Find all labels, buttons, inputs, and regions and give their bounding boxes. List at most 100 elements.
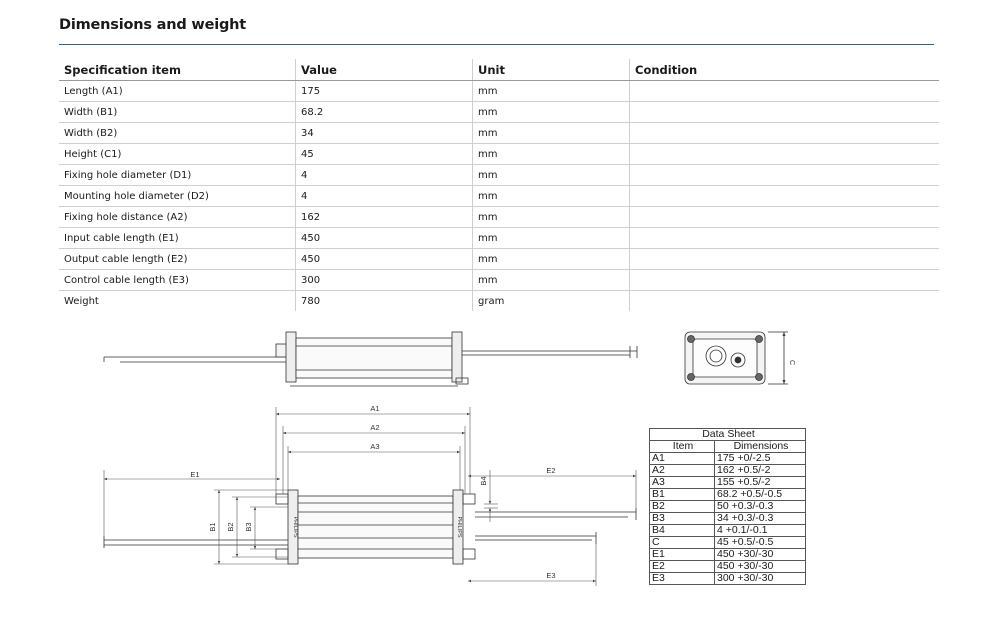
data-sheet-header-dimensions: Dimensions xyxy=(714,440,806,453)
dim-label-b3: B3 xyxy=(244,522,253,531)
spec-unit-cell: mm xyxy=(472,101,630,123)
spec-item-cell: Mounting hole diameter (D2) xyxy=(59,185,296,207)
spec-value-cell: 450 xyxy=(295,248,473,270)
dim-label-a2: A2 xyxy=(370,423,379,432)
data-sheet-item-cell: E2 xyxy=(649,560,715,573)
spec-item-cell: Width (B1) xyxy=(59,101,296,123)
data-sheet-dimension-cell: 450 +30/-30 xyxy=(714,548,806,561)
brand-logo-left: PHILIPS xyxy=(292,516,298,537)
data-sheet-dimension-cell: 50 +0.3/-0.3 xyxy=(714,500,806,513)
spec-unit-cell: mm xyxy=(472,185,630,207)
spec-item-cell: Control cable length (E3) xyxy=(59,269,296,291)
header-unit: Unit xyxy=(472,59,630,81)
spec-item-cell: Fixing hole diameter (D1) xyxy=(59,164,296,186)
dim-label-a1: A1 xyxy=(370,404,379,413)
spec-condition-cell xyxy=(629,185,939,207)
spec-value-cell: 45 xyxy=(295,143,473,165)
spec-unit-cell: mm xyxy=(472,227,630,249)
data-sheet-dimension-cell: 4 +0.1/-0.1 xyxy=(714,524,806,537)
data-sheet-dimension-cell: 68.2 +0.5/-0.5 xyxy=(714,488,806,501)
spec-condition-cell xyxy=(629,206,939,228)
spec-item-cell: Length (A1) xyxy=(59,80,296,102)
end-view-drawing xyxy=(684,331,788,385)
spec-unit-cell: gram xyxy=(472,290,630,311)
spec-value-cell: 162 xyxy=(295,206,473,228)
spec-item-cell: Input cable length (E1) xyxy=(59,227,296,249)
data-sheet-dimension-cell: 34 +0.3/-0.3 xyxy=(714,512,806,525)
spec-condition-cell xyxy=(629,290,939,311)
spec-condition-cell xyxy=(629,164,939,186)
spec-condition-cell xyxy=(629,227,939,249)
data-sheet-item-cell: B4 xyxy=(649,524,715,537)
top-view-drawing xyxy=(103,489,637,565)
spec-value-cell: 34 xyxy=(295,122,473,144)
spec-item-cell: Fixing hole distance (A2) xyxy=(59,206,296,228)
spec-condition-cell xyxy=(629,248,939,270)
spec-value-cell: 4 xyxy=(295,164,473,186)
page-title: Dimensions and weight xyxy=(59,17,247,33)
spec-value-cell: 450 xyxy=(295,227,473,249)
data-sheet-title-row: Data Sheet xyxy=(649,428,806,441)
spec-table: Specification item Value Unit Condition … xyxy=(59,59,939,311)
data-sheet-item-cell: A3 xyxy=(649,476,715,489)
spec-item-cell: Weight xyxy=(64,295,99,307)
dim-label-e3: E3 xyxy=(546,571,555,580)
data-sheet-dimension-cell: 450 +30/-30 xyxy=(714,560,806,573)
spec-item-cell: Width (B2) xyxy=(59,122,296,144)
spec-condition-cell xyxy=(629,269,939,291)
spec-value-cell: 175 xyxy=(295,80,473,102)
spec-value-cell: 4 xyxy=(295,185,473,207)
header-value: Value xyxy=(295,59,473,81)
dim-label-e2: E2 xyxy=(546,466,555,475)
data-sheet-dimension-cell: 175 +0/-2.5 xyxy=(714,452,806,465)
data-sheet-dimension-cell: 162 +0.5/-2 xyxy=(714,464,806,477)
dim-label-e1: E1 xyxy=(190,470,199,479)
spec-condition-cell xyxy=(629,101,939,123)
title-divider xyxy=(59,44,934,45)
spec-unit-cell: mm xyxy=(472,143,630,165)
spec-unit-cell: mm xyxy=(472,269,630,291)
data-sheet-dimension-cell: 45 +0.5/-0.5 xyxy=(714,536,806,549)
spec-item-cell: Output cable length (E2) xyxy=(59,248,296,270)
header-condition: Condition xyxy=(629,59,939,81)
data-sheet-header-row: Item Dimensions xyxy=(649,440,806,453)
dim-label-b2: B2 xyxy=(226,522,235,531)
spec-unit-cell: mm xyxy=(472,164,630,186)
data-sheet-item-cell: A2 xyxy=(649,464,715,477)
spec-condition-cell xyxy=(629,143,939,165)
data-sheet-item-cell: E1 xyxy=(649,548,715,561)
data-sheet-header-item: Item xyxy=(649,440,715,453)
spec-value-cell: 68.2 xyxy=(295,101,473,123)
data-sheet-dimension-cell: 155 +0.5/-2 xyxy=(714,476,806,489)
data-sheet-item-cell: B1 xyxy=(649,488,715,501)
data-sheet-title: Data Sheet xyxy=(649,428,806,441)
data-sheet-item-cell: C xyxy=(649,536,715,549)
data-sheet-item-cell: E3 xyxy=(649,572,715,585)
spec-unit-cell: mm xyxy=(472,80,630,102)
data-sheet-dimension-cell: 300 +30/-30 xyxy=(714,572,806,585)
spec-unit-cell: mm xyxy=(472,206,630,228)
dimension-lines xyxy=(103,407,637,586)
